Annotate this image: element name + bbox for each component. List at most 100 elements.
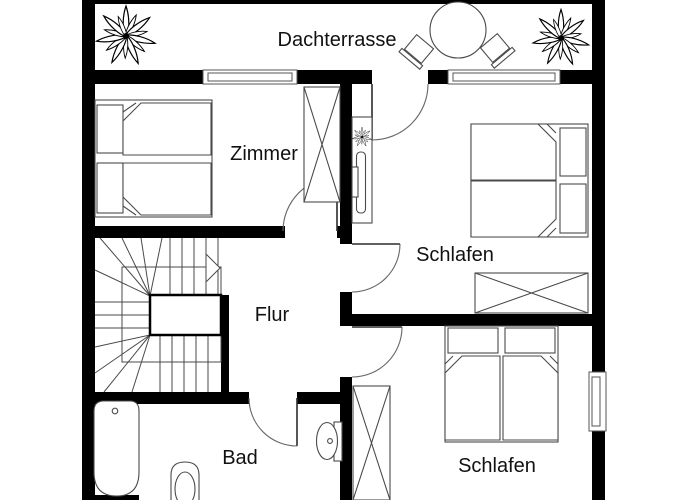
label-zimmer: Zimmer (230, 143, 298, 165)
wall-terrace-c (428, 70, 448, 84)
chair-backrest (398, 47, 424, 70)
label-schlafen-lower: Schlafen (458, 455, 536, 477)
chair-seat (403, 33, 435, 65)
door-bad (248, 397, 298, 447)
stair-lower-flight (159, 335, 209, 392)
room-schlafen-lower (352, 325, 559, 500)
wall-flur-right-c (340, 377, 352, 500)
room-schlafen-upper (351, 116, 589, 314)
door-terrace (371, 83, 429, 141)
wall-right-outer-upper (592, 0, 605, 372)
mattress (502, 355, 559, 441)
window-zimmer (202, 69, 298, 85)
double-bed-icon (444, 325, 559, 443)
plant-icon (96, 6, 156, 65)
door-swing-arc (248, 397, 298, 447)
wall-bottom-stub (82, 495, 139, 500)
blanket-fold (546, 227, 557, 238)
door-swing-arc (351, 243, 401, 293)
wall-terrace-b (297, 70, 372, 84)
blanket-fold (549, 355, 559, 365)
window-schlafen-upper (447, 69, 561, 85)
window-glass (452, 72, 556, 82)
wall-bad-top-b (297, 392, 352, 404)
sink-basin (174, 471, 196, 500)
room-dachterrasse (96, 1, 589, 70)
double-bed-icon (94, 99, 213, 218)
pillow-icon (447, 327, 499, 354)
double-bed-icon (470, 123, 589, 238)
walls (82, 0, 605, 500)
doors (248, 83, 429, 447)
stairs-winder (94, 237, 223, 393)
pillow-icon (504, 327, 556, 354)
mattress (470, 180, 557, 238)
room-bad (93, 400, 343, 500)
chair-icon (479, 32, 516, 69)
wall-zimmer-bottom-b (337, 226, 352, 238)
bathtub-drain (111, 407, 119, 415)
bathtub-icon (93, 400, 140, 497)
stair-winder-treads (94, 334, 151, 393)
door-swing-arc (351, 326, 403, 378)
mattress (444, 355, 501, 441)
label-dachterrasse: Dachterrasse (278, 29, 397, 51)
chair-seat (479, 32, 511, 64)
toilet-icon (315, 421, 343, 462)
window-frame (447, 69, 561, 85)
blanket-fold (122, 205, 137, 216)
wardrobe-x-icon (474, 272, 589, 314)
toilet-bowl (315, 421, 339, 461)
sink-body (170, 461, 200, 500)
blanket-fold (546, 123, 557, 134)
door-schlafen-upper (351, 243, 401, 293)
blanket-fold (444, 355, 454, 365)
wall-right-outer-lower (592, 431, 605, 500)
wall-zimmer-schlafen (340, 70, 352, 238)
pillow-icon (559, 127, 587, 177)
wall-flur-right-a (340, 238, 352, 244)
stair-winder-treads (94, 237, 163, 297)
wardrobe-cross (474, 272, 589, 314)
label-bad: Bad (222, 447, 258, 469)
window-frame (588, 371, 607, 432)
window-schlafen-lower (588, 371, 607, 432)
wall-terrace-a (95, 70, 203, 84)
wardrobe-x-icon (352, 385, 391, 500)
window-frame (202, 69, 298, 85)
wall-top-strip (82, 0, 605, 4)
wardrobe-cross (352, 385, 391, 500)
chair-backrest (490, 46, 516, 69)
mattress (470, 123, 557, 181)
door-swing-arc (371, 83, 429, 141)
stair-upper-flight (169, 238, 219, 295)
room-labels: Dachterrasse Zimmer Schlafen Flur Bad Sc… (222, 29, 536, 477)
chair-icon (398, 33, 435, 70)
wardrobe-cross (303, 86, 341, 203)
bathtub-body (93, 400, 140, 497)
label-schlafen-upper: Schlafen (416, 244, 494, 266)
round-table-icon (429, 1, 487, 59)
stair-direction-arrow-icon (205, 252, 221, 284)
wall-left-outer (82, 0, 95, 500)
mattress (122, 102, 212, 156)
window-glass (207, 72, 293, 82)
wardrobe-x-icon (303, 86, 341, 203)
windows (202, 69, 607, 432)
wall-terrace-d (560, 70, 592, 84)
sideboard-icon (351, 116, 373, 224)
pillow-icon (96, 162, 124, 214)
toilet-button (327, 438, 333, 444)
wall-zimmer-bottom-a (82, 226, 285, 238)
room-zimmer (94, 86, 341, 218)
plant-icon (532, 9, 589, 65)
window-glass (591, 376, 601, 427)
door-schlafen-lower (351, 326, 403, 378)
wall-stair-flur-bar (221, 295, 229, 392)
sideboard-item (351, 166, 359, 198)
stair-left-treads (95, 301, 150, 329)
sink-icon (170, 461, 200, 500)
blanket-fold (122, 102, 137, 113)
wall-schlafen-divider (340, 314, 605, 326)
pillow-icon (96, 104, 124, 154)
